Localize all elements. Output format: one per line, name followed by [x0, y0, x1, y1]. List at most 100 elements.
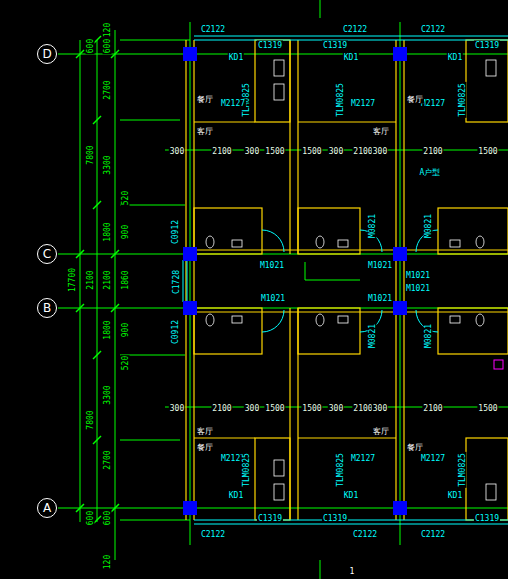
opening-code: C1319: [474, 514, 500, 523]
dimension-text: 1500: [264, 147, 285, 156]
opening-code: C2122: [420, 530, 446, 539]
axis-label: B: [43, 301, 51, 315]
dimension-text: 300: [169, 404, 185, 413]
grid-bubble: B: [37, 298, 57, 318]
dimension-text: 2100: [422, 404, 443, 413]
opening-code: M0821: [368, 213, 377, 239]
opening-code: C1319: [257, 41, 283, 50]
opening-code: TLM0825: [336, 452, 345, 488]
dimension-text: 300: [372, 147, 388, 156]
opening-code: M2127: [220, 99, 246, 108]
opening-code: KD1: [343, 53, 359, 62]
dimension-text: 300: [328, 147, 344, 156]
dimension-text: 300: [244, 147, 260, 156]
room-label: 餐厅: [196, 443, 214, 452]
grid-bubble: A: [37, 498, 57, 518]
opening-code: M1021: [405, 284, 431, 293]
dimension-text: 300: [372, 404, 388, 413]
opening-code: C1319: [322, 41, 348, 50]
dimension-text: 2100: [103, 269, 112, 290]
opening-code: C2122: [200, 530, 226, 539]
opening-code: C0912: [171, 219, 180, 245]
dimension-text: 2100: [352, 404, 373, 413]
dimension-text: 600: [103, 38, 112, 54]
opening-code: M1021: [367, 294, 393, 303]
axis-label: D: [42, 47, 51, 61]
opening-code: TLM0825: [458, 452, 467, 488]
opening-code: C2122: [420, 25, 446, 34]
grid-bubble: D: [37, 44, 57, 64]
opening-code: C2122: [342, 25, 368, 34]
dimension-text: 300: [244, 404, 260, 413]
opening-code: A户型: [419, 168, 442, 177]
dimension-text: 1860: [121, 269, 130, 290]
room-label: 餐厅: [406, 95, 424, 104]
opening-code: KD1: [447, 53, 463, 62]
dimension-text: 3300: [103, 154, 112, 175]
dimension-text: 1800: [103, 221, 112, 242]
opening-code: M0821: [424, 213, 433, 239]
opening-code: C1319: [322, 514, 348, 523]
dimension-text: 2100: [352, 147, 373, 156]
dimension-text: 900: [121, 322, 130, 338]
dimension-text: 7800: [86, 409, 95, 430]
dimension-text: 3300: [103, 384, 112, 405]
dimension-text: 120: [103, 22, 112, 38]
room-label: 客厅: [196, 127, 214, 136]
dimension-text: 600: [86, 38, 95, 54]
dimension-text: 2700: [103, 449, 112, 470]
opening-code: M2127: [350, 99, 376, 108]
room-label: 餐厅: [406, 443, 424, 452]
opening-code: KD1: [228, 491, 244, 500]
opening-code: C0912: [171, 319, 180, 345]
axis-label: A: [43, 501, 51, 515]
axis-label: C: [43, 247, 51, 261]
opening-code: M1021: [260, 294, 286, 303]
opening-code: KD1: [343, 491, 359, 500]
dimension-text: 120: [103, 554, 112, 570]
dimension-text: 2700: [103, 79, 112, 100]
room-label: 1: [349, 567, 356, 576]
opening-code: TLM0825: [336, 82, 345, 118]
dimension-text: 600: [86, 510, 95, 526]
dimension-text: 17700: [68, 267, 77, 293]
dimension-text: 900: [121, 224, 130, 240]
dimension-text: 2100: [211, 404, 232, 413]
dimension-text: 1500: [301, 147, 322, 156]
dimension-text: 1500: [477, 147, 498, 156]
dimension-text: 300: [328, 404, 344, 413]
dimension-text: 2100: [422, 147, 443, 156]
opening-code: C2122: [352, 530, 378, 539]
opening-code: M0821: [424, 323, 433, 349]
dimension-text: 1500: [264, 404, 285, 413]
grid-bubble: C: [37, 244, 57, 264]
dimension-text: 7800: [86, 144, 95, 165]
opening-code: TLM0825: [242, 452, 251, 488]
room-label: 客厅: [372, 427, 390, 436]
room-label: 客厅: [196, 427, 214, 436]
opening-code: M1021: [259, 261, 285, 270]
opening-code: M2127: [350, 454, 376, 463]
dimension-text: 520: [121, 190, 130, 206]
opening-code: C2122: [200, 25, 226, 34]
opening-code: TLM0825: [458, 82, 467, 118]
opening-code: M0821: [368, 323, 377, 349]
dimension-text: 1500: [301, 404, 322, 413]
dimension-text: 520: [121, 355, 130, 371]
opening-code: M2127: [420, 454, 446, 463]
room-label: 客厅: [372, 127, 390, 136]
opening-code: C1319: [257, 514, 283, 523]
dimension-text: 1800: [103, 319, 112, 340]
opening-code: M1021: [405, 271, 431, 280]
dimension-text: 300: [169, 147, 185, 156]
opening-code: KD1: [447, 491, 463, 500]
dimension-text: 2100: [211, 147, 232, 156]
opening-code: M1021: [367, 261, 393, 270]
dimension-text: 600: [103, 510, 112, 526]
dimension-text: 2100: [86, 269, 95, 290]
dimension-text: 1500: [477, 404, 498, 413]
room-label: 餐厅: [196, 95, 214, 104]
opening-code: C1728: [172, 269, 181, 295]
opening-code: C1319: [474, 41, 500, 50]
opening-code: KD1: [228, 53, 244, 62]
